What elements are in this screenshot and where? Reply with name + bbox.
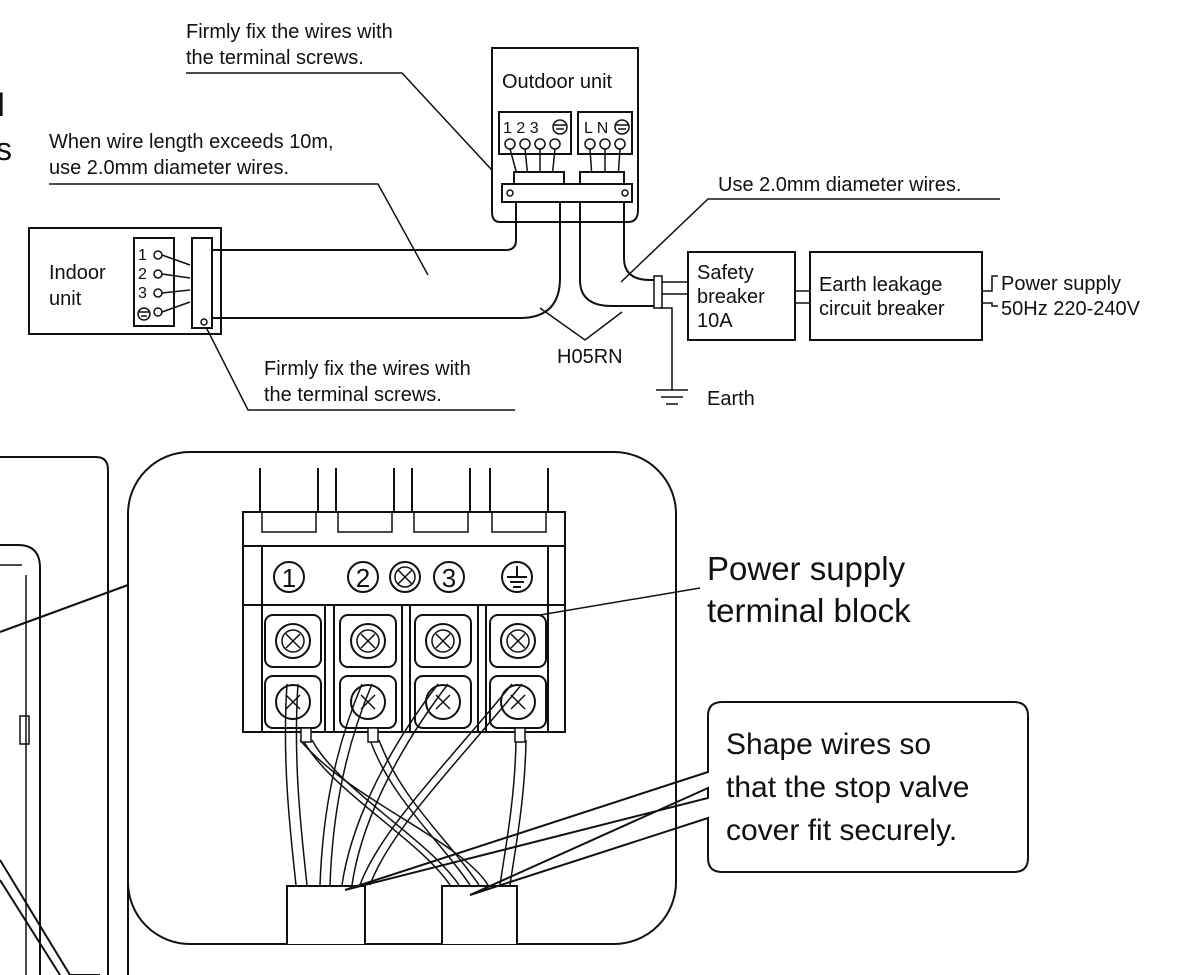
cable-type-label: H05RN (557, 346, 623, 368)
screw-icon (389, 561, 421, 593)
callout-line1: Shape wires so (726, 728, 931, 761)
clamp-screw (200, 318, 208, 326)
earth-icon (507, 566, 527, 588)
cable-indoor-outdoor (212, 202, 561, 319)
power-supply-line2: 50Hz 220-240V (1001, 298, 1141, 320)
outdoor-terminal-block-b (577, 111, 633, 155)
indoor-unit-box (28, 227, 222, 335)
left-edge-letter-b: s (0, 131, 12, 167)
detail-frame (127, 451, 677, 945)
outdoor-unit-label: Outdoor unit (502, 71, 613, 93)
earth-leakage-box (809, 251, 983, 341)
outdoor-clamp-b (579, 171, 625, 185)
callout-line2: that the stop valve (726, 771, 970, 804)
screw-icon (425, 623, 461, 659)
safety-breaker-line2: breaker (697, 286, 765, 308)
screw-icon (275, 623, 311, 659)
leader-terminal-block (539, 587, 701, 616)
earth-leakage-line2: circuit breaker (819, 298, 945, 320)
clamp-screw (506, 189, 514, 197)
screw-icon (500, 684, 536, 720)
detail-wires (284, 683, 527, 886)
earth-wire (660, 307, 673, 390)
callout-bubble (344, 701, 1029, 896)
outdoor-terms-b: L N (584, 120, 608, 137)
top-cable-sleeves (259, 468, 549, 513)
breaker-leads (653, 275, 688, 309)
screw-icon (350, 684, 386, 720)
earth-icon (656, 389, 688, 405)
leader-diameter (620, 198, 1000, 283)
note-fix-top-line2: the terminal screws. (186, 47, 364, 69)
earth-leakage-line1: Earth leakage (819, 274, 942, 296)
cable-type-bracket (539, 307, 623, 341)
leader-fix-top (186, 72, 516, 196)
screw-icon (275, 684, 311, 720)
note-length-line2: use 2.0mm diameter wires. (49, 157, 289, 179)
terminal-block-label-1: Power supply (707, 550, 906, 587)
earth-icon (614, 119, 630, 135)
safety-breaker-line3: 10A (697, 310, 733, 332)
safety-breaker-box (687, 251, 796, 341)
screw-icon (500, 623, 536, 659)
outdoor-terms-a: 1 2 3 (503, 120, 539, 137)
terminal-block-label-2: terminal block (707, 592, 911, 629)
power-supply-line1: Power supply (1001, 273, 1121, 295)
indoor-term-1: 1 (138, 247, 147, 264)
note-fix-bottom-line2: the terminal screws. (264, 384, 442, 406)
indoor-unit-label-1: Indoor (49, 262, 106, 284)
left-edge-letter-a: l (0, 87, 5, 123)
callout-line3: cover fit securely. (726, 814, 957, 847)
indoor-unit-label-2: unit (49, 288, 82, 310)
top-schematic: l s Firmly fix the wires with the termin… (0, 21, 1141, 411)
leader-length (49, 183, 429, 276)
detail-terminal-3: 3 (442, 563, 456, 593)
link-d (982, 302, 998, 307)
earth-icon (137, 307, 151, 321)
detail-terminal-2: 2 (356, 563, 370, 593)
indoor-clamp-bar (191, 237, 213, 329)
bottom-cable-sleeves (286, 885, 518, 944)
indoor-leads (161, 254, 191, 313)
outdoor-clamp-bar (501, 183, 633, 203)
cable-outdoor-power (579, 202, 660, 307)
indoor-term-2: 2 (138, 266, 147, 283)
outdoor-unit-side-illustration (0, 456, 129, 975)
note-fix-bottom-line1: Firmly fix the wires with (264, 358, 471, 380)
link-c (982, 275, 998, 292)
terminal-circle-icon (273, 561, 533, 593)
earth-icon (552, 119, 568, 135)
outdoor-clamp-a (513, 171, 565, 185)
screw-icon (350, 623, 386, 659)
earth-label: Earth (707, 388, 755, 410)
note-diameter: Use 2.0mm diameter wires. (718, 174, 961, 196)
indoor-term-3: 3 (138, 285, 147, 302)
safety-breaker-line1: Safety (697, 262, 754, 284)
note-length-line1: When wire length exceeds 10m, (49, 131, 334, 153)
clamp-screw (621, 189, 629, 197)
detail-terminal-1: 1 (282, 563, 296, 593)
terminal-block-detail: 1 2 3 (127, 451, 1029, 945)
note-fix-top-line1: Firmly fix the wires with (186, 21, 393, 43)
leader-fix-bottom (205, 326, 515, 411)
